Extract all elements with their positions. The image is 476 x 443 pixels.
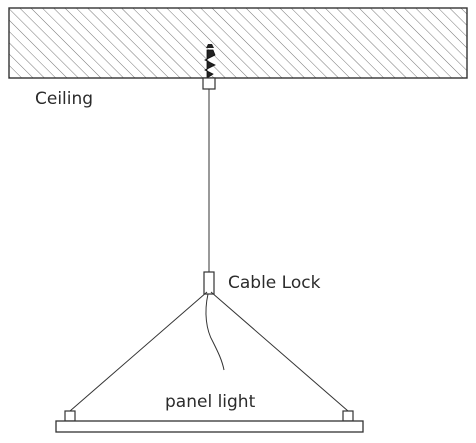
right-corner-bracket [342, 410, 354, 422]
ceiling-label: Ceiling [35, 89, 93, 109]
ceiling-anchor-screw [204, 44, 216, 79]
ceiling-slab [8, 7, 468, 79]
panel-light [55, 420, 364, 433]
panel-light-label: panel light [165, 392, 256, 412]
power-cord [205, 293, 225, 371]
cable-lock [203, 271, 215, 295]
left-corner-bracket [64, 410, 76, 422]
right-diagonal-cable [210, 291, 349, 412]
cable-lock-label: Cable Lock [228, 273, 321, 293]
left-diagonal-cable [69, 291, 208, 412]
ceiling-mount-bracket [202, 77, 216, 90]
